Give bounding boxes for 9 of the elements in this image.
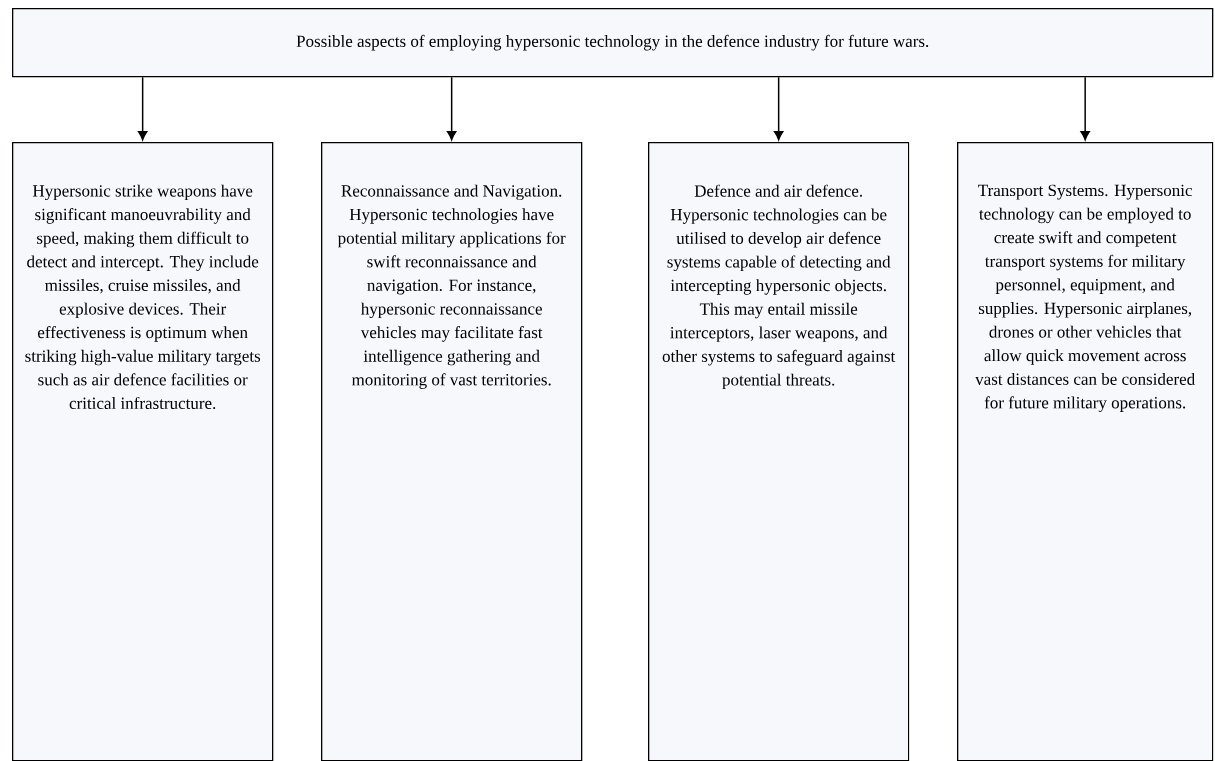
arrow	[137, 76, 148, 141]
aspect-box: Defence and air defence. Hypersonic technologies can be utilised to develop air defence systems capable of detecting and intercepting hypersonic objects. This may entail missile interceptors, laser weapons, and other systems to safeguard against potential threats.	[648, 142, 910, 761]
arrow	[1080, 76, 1090, 141]
arrow	[446, 76, 457, 141]
aspect-box: Transport Systems. Hypersonic technology can be employed to create swift and competent transport systems for military personnel, equipment, and supplies. Hypersonic airplanes, drones or other vehicles that allow quick movement across vast distances can be considered for future military operations.	[957, 142, 1214, 761]
aspect-box: Hypersonic strike weapons have significant manoeuvrability and speed, making them difficult to detect and intercept. They include missiles, cruise missiles, and explosive devices. Their effectiveness is optimum when striking high-value military targets such as air defence facilities or critical infrastructure.	[12, 142, 274, 761]
arrow	[773, 76, 784, 141]
heading-box: Possible aspects of employing hypersonic technology in the defence industry for future wars.	[12, 8, 1214, 78]
aspect-box: Reconnaissance and Navigation. Hypersonic technologies have potential military applications for swift reconnaissance and navigation. For instance, hypersonic reconnaissance vehicles may facilitate fast intelligence gathering and monitoring of vast territories.	[321, 142, 583, 761]
